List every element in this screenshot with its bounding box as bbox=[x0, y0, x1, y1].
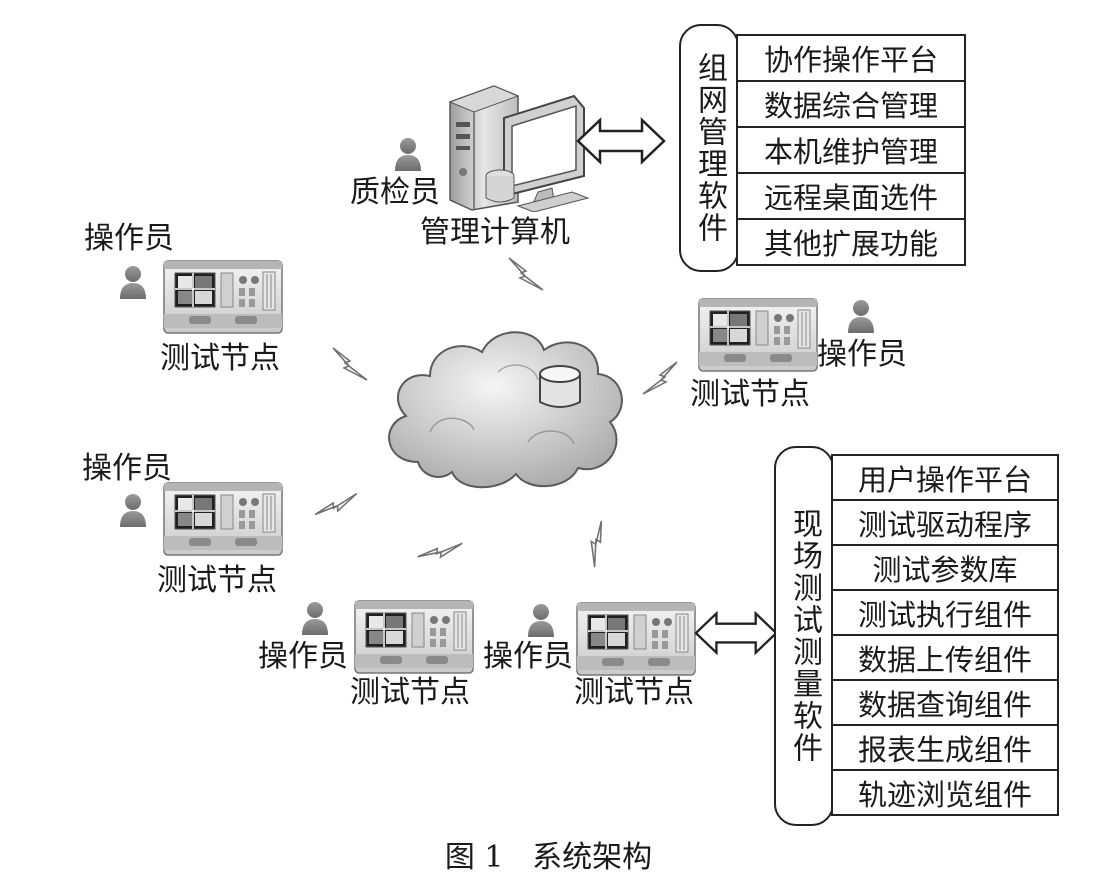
lightning-bolt-icon bbox=[574, 520, 622, 568]
operator-person-icon bbox=[302, 602, 328, 635]
software-item: 本机维护管理 bbox=[738, 128, 964, 174]
field-software-items: 用户操作平台测试驱动程序测试参数库测试执行组件数据上传组件数据查询组件报表生成组… bbox=[831, 454, 1059, 816]
instrument-icon bbox=[163, 482, 283, 556]
double-arrow-icon bbox=[694, 612, 778, 654]
software-item: 协作操作平台 bbox=[738, 36, 964, 82]
instrument-icon bbox=[576, 602, 696, 676]
operator-label: 操作员 bbox=[258, 639, 348, 674]
test-node-label: 测试节点 bbox=[574, 675, 694, 710]
network-software-items: 协作操作平台数据综合管理本机维护管理远程桌面选件其他扩展功能 bbox=[736, 34, 966, 266]
software-item: 数据综合管理 bbox=[738, 82, 964, 128]
software-item: 报表生成组件 bbox=[833, 726, 1057, 771]
software-item: 其他扩展功能 bbox=[738, 220, 964, 266]
double-arrow-icon bbox=[576, 118, 666, 164]
instrument-icon bbox=[698, 298, 818, 372]
figure-caption: 图 1 系统架构 bbox=[444, 840, 653, 875]
field-software-title-box: 现场测试测量软件 bbox=[774, 446, 834, 826]
lightning-bolt-icon bbox=[332, 347, 368, 381]
network-software-title-box: 组网管理软件 bbox=[679, 24, 739, 272]
software-item: 测试驱动程序 bbox=[833, 501, 1057, 546]
software-item: 轨迹浏览组件 bbox=[833, 771, 1057, 816]
test-node-label: 测试节点 bbox=[350, 675, 470, 710]
software-item: 测试执行组件 bbox=[833, 591, 1057, 636]
test-node-label: 测试节点 bbox=[157, 563, 277, 598]
lightning-bolt-icon bbox=[642, 361, 678, 395]
database-icon bbox=[539, 365, 581, 408]
inspector-label: 质检员 bbox=[350, 175, 440, 210]
test-node-label: 测试节点 bbox=[160, 341, 280, 376]
operator-person-icon bbox=[120, 494, 146, 527]
lightning-bolt-icon bbox=[416, 526, 464, 574]
operator-person-icon bbox=[528, 604, 554, 637]
inspector-person-icon bbox=[395, 138, 421, 171]
operator-label: 操作员 bbox=[817, 337, 907, 372]
cloud-icon bbox=[388, 331, 623, 489]
software-item: 数据上传组件 bbox=[833, 636, 1057, 681]
operator-person-icon bbox=[120, 266, 146, 299]
field-software-title: 现场测试测量软件 bbox=[787, 508, 822, 764]
test-node-label: 测试节点 bbox=[690, 377, 810, 412]
operator-label: 操作员 bbox=[483, 639, 573, 674]
lightning-bolt-icon bbox=[508, 257, 544, 291]
management-computer-label: 管理计算机 bbox=[420, 215, 570, 250]
software-item: 数据查询组件 bbox=[833, 681, 1057, 726]
operator-person-icon bbox=[848, 300, 874, 333]
lightning-bolt-icon bbox=[314, 481, 358, 527]
instrument-icon bbox=[354, 600, 474, 674]
operator-label: 操作员 bbox=[82, 451, 172, 486]
instrument-icon bbox=[163, 260, 283, 334]
computer-icon bbox=[448, 85, 590, 212]
network-software-title: 组网管理软件 bbox=[692, 52, 727, 244]
operator-label: 操作员 bbox=[84, 221, 174, 256]
software-item: 测试参数库 bbox=[833, 546, 1057, 591]
software-item: 用户操作平台 bbox=[833, 456, 1057, 501]
software-item: 远程桌面选件 bbox=[738, 174, 964, 220]
